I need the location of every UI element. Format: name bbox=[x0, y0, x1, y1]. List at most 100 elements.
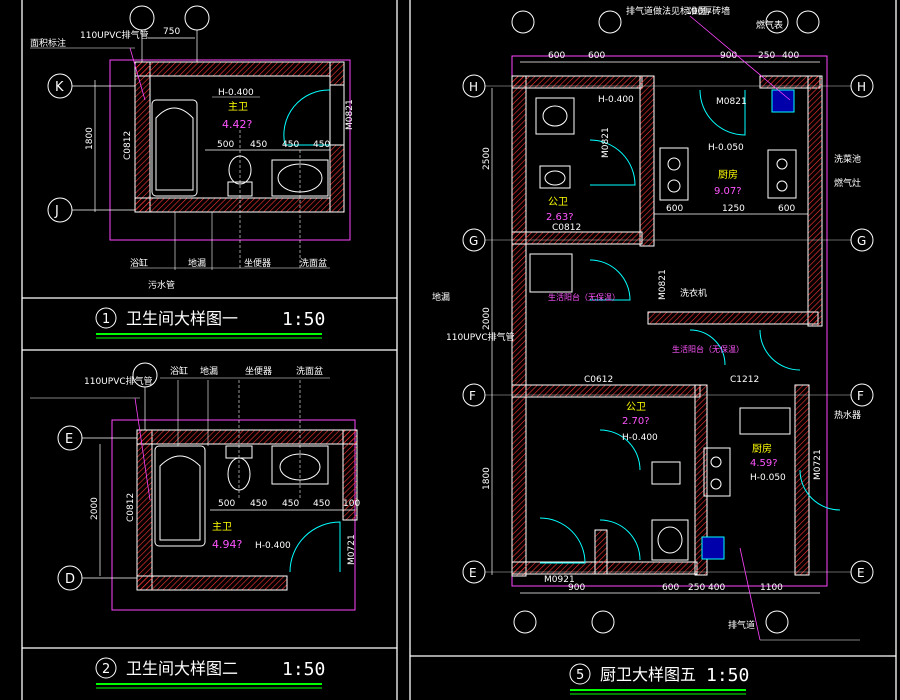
d5-r2-name: 公卫 bbox=[548, 197, 568, 208]
d5-win-2: C0612 bbox=[584, 375, 613, 385]
d1-window: C0812 bbox=[123, 131, 133, 160]
d2-dim-3: 450 bbox=[282, 499, 299, 509]
detail-2-title: 2 卫生间大样图二 1:50 bbox=[95, 657, 325, 689]
d5-title: 厨卫大样图五 bbox=[600, 665, 696, 684]
d2-window: C0812 bbox=[126, 493, 136, 522]
d2-title: 卫生间大样图二 bbox=[126, 659, 238, 678]
d2-axis-e: E bbox=[65, 432, 73, 447]
d2-title-no: 2 bbox=[102, 662, 110, 677]
d2-dim-2: 450 bbox=[250, 499, 267, 509]
d5-note-wall: 100厚砖墙 bbox=[686, 5, 730, 17]
d5-note-vent: 排气道做法见标准图 bbox=[626, 5, 707, 17]
d5-note-sink: 洗菜池 bbox=[834, 153, 861, 165]
detail-5-plan: H-0.400 公卫 2.63? 厨房 9.07? H-0.050 公卫 2.7… bbox=[432, 5, 874, 641]
d1-dim-1: 500 bbox=[217, 140, 234, 150]
d1-axis-j: J bbox=[54, 204, 59, 219]
d2-label-tub: 浴缸 bbox=[170, 365, 188, 377]
d2-label-vent: 110UPVC排气管 bbox=[84, 375, 153, 387]
d5-left-3: 1800 bbox=[482, 467, 492, 490]
d5-door-2: M0821 bbox=[601, 127, 611, 158]
d5-mid-2: 1250 bbox=[722, 204, 745, 214]
d5-top-4: 250 bbox=[758, 51, 775, 61]
d5-bot-2: 600 bbox=[662, 583, 679, 593]
d1-area: 4.42? bbox=[222, 118, 252, 131]
d2-dim-4: 450 bbox=[313, 499, 330, 509]
d5-r3-name: 公卫 bbox=[626, 402, 646, 413]
detail-5-title: 5 厨卫大样图五 1:50 bbox=[569, 663, 749, 695]
d5-r1-area: 9.07? bbox=[714, 186, 742, 197]
d1-label-stack: 污水管 bbox=[148, 279, 175, 291]
d5-note-pipe: 110UPVC排气管 bbox=[446, 331, 515, 343]
d5-door-4: M0721 bbox=[813, 449, 823, 480]
d5-note-washer: 洗衣机 bbox=[680, 287, 707, 299]
d1-dim-3: 450 bbox=[282, 140, 299, 150]
d5-win-1: C0812 bbox=[552, 223, 581, 233]
d5-note-balcony: 生活阳台（无保温） bbox=[548, 292, 620, 302]
d5-note-stove: 燃气灶 bbox=[834, 177, 861, 189]
d1-title: 卫生间大样图一 bbox=[126, 309, 238, 328]
d5-mid-1: 600 bbox=[666, 204, 683, 214]
d5-r2-area: 2.63? bbox=[546, 212, 574, 223]
panel-frames bbox=[21, 0, 897, 700]
d2-dim-1: 500 bbox=[218, 499, 235, 509]
d5-bot-5: 1100 bbox=[760, 583, 783, 593]
d1-label-drain: 地漏 bbox=[188, 257, 206, 269]
d5-axis-h-r: H bbox=[857, 80, 866, 94]
d1-label-basin: 洗面盆 bbox=[300, 257, 327, 269]
d5-r2-elev: H-0.400 bbox=[598, 95, 634, 105]
d5-scale: 1:50 bbox=[706, 665, 749, 686]
d1-scale: 1:50 bbox=[282, 309, 325, 330]
d5-door-5: M0921 bbox=[544, 575, 575, 585]
d2-scale: 1:50 bbox=[282, 659, 325, 680]
d5-top-1: 600 bbox=[548, 51, 565, 61]
d5-door-3: M0821 bbox=[658, 269, 668, 300]
d5-axis-h-l: H bbox=[469, 80, 478, 94]
d1-title-no: 1 bbox=[102, 312, 110, 327]
d5-r4-elev: H-0.050 bbox=[750, 473, 786, 483]
d5-bot-4: 400 bbox=[708, 583, 725, 593]
d5-top-5: 400 bbox=[782, 51, 799, 61]
d5-axis-g-r: G bbox=[857, 234, 866, 248]
d1-dim-side: 1800 bbox=[85, 127, 95, 150]
d5-axis-e-l: E bbox=[469, 566, 477, 580]
d1-label-wc: 坐便器 bbox=[244, 257, 271, 269]
d1-label-tub: 浴缸 bbox=[130, 257, 148, 269]
d1-axis-k: K bbox=[55, 80, 64, 95]
d2-label-wc: 坐便器 bbox=[245, 365, 272, 377]
d1-door: M0821 bbox=[345, 99, 355, 130]
d1-dim-4: 450 bbox=[313, 140, 330, 150]
d5-note-vent-2: 排气道 bbox=[728, 619, 755, 631]
d5-r3-elev: H-0.400 bbox=[622, 433, 658, 443]
d1-dim-top: 750 bbox=[163, 27, 180, 37]
d5-axis-f-l: F bbox=[469, 389, 476, 403]
d5-bot-1: 900 bbox=[568, 583, 585, 593]
d2-door: M0721 bbox=[347, 534, 357, 565]
d1-dim-2: 450 bbox=[250, 140, 267, 150]
d5-r3-area: 2.70? bbox=[622, 416, 650, 427]
d5-mid-3: 600 bbox=[778, 204, 795, 214]
d2-area: 4.94? bbox=[212, 538, 242, 551]
d1-room: 主卫 bbox=[228, 101, 248, 113]
d5-note-gasmeter: 燃气表 bbox=[756, 19, 783, 31]
d2-axis-d: D bbox=[65, 572, 75, 587]
d2-label-basin: 洗面盆 bbox=[296, 365, 323, 377]
d5-r1-elev: H-0.050 bbox=[708, 143, 744, 153]
d2-elev: H-0.400 bbox=[255, 541, 291, 551]
d5-left-2: 2000 bbox=[482, 307, 492, 330]
d5-note-drain: 地漏 bbox=[432, 291, 450, 303]
detail-2-plan: 500 450 450 450 100 主卫 4.94? H-0.400 200… bbox=[30, 362, 360, 611]
d5-r4-area: 4.59? bbox=[750, 458, 778, 469]
d5-axis-f-r: F bbox=[857, 389, 864, 403]
d2-room: 主卫 bbox=[212, 521, 232, 533]
d1-elev: H-0.400 bbox=[218, 88, 254, 98]
d5-axis-e-r: E bbox=[857, 566, 865, 580]
detail-1-plan: 500 450 450 450 H-0.400 主卫 4.42? 750 180… bbox=[30, 5, 355, 291]
d5-left-1: 2500 bbox=[482, 147, 492, 170]
d2-dim-5: 100 bbox=[343, 499, 360, 509]
detail-1-title: 1 卫生间大样图一 1:50 bbox=[95, 307, 325, 339]
d5-top-3: 900 bbox=[720, 51, 737, 61]
d2-dim-side: 2000 bbox=[90, 497, 100, 520]
d1-label-vent: 110UPVC排气管 bbox=[80, 29, 149, 41]
d1-label-area: 面积标注 bbox=[30, 37, 66, 49]
